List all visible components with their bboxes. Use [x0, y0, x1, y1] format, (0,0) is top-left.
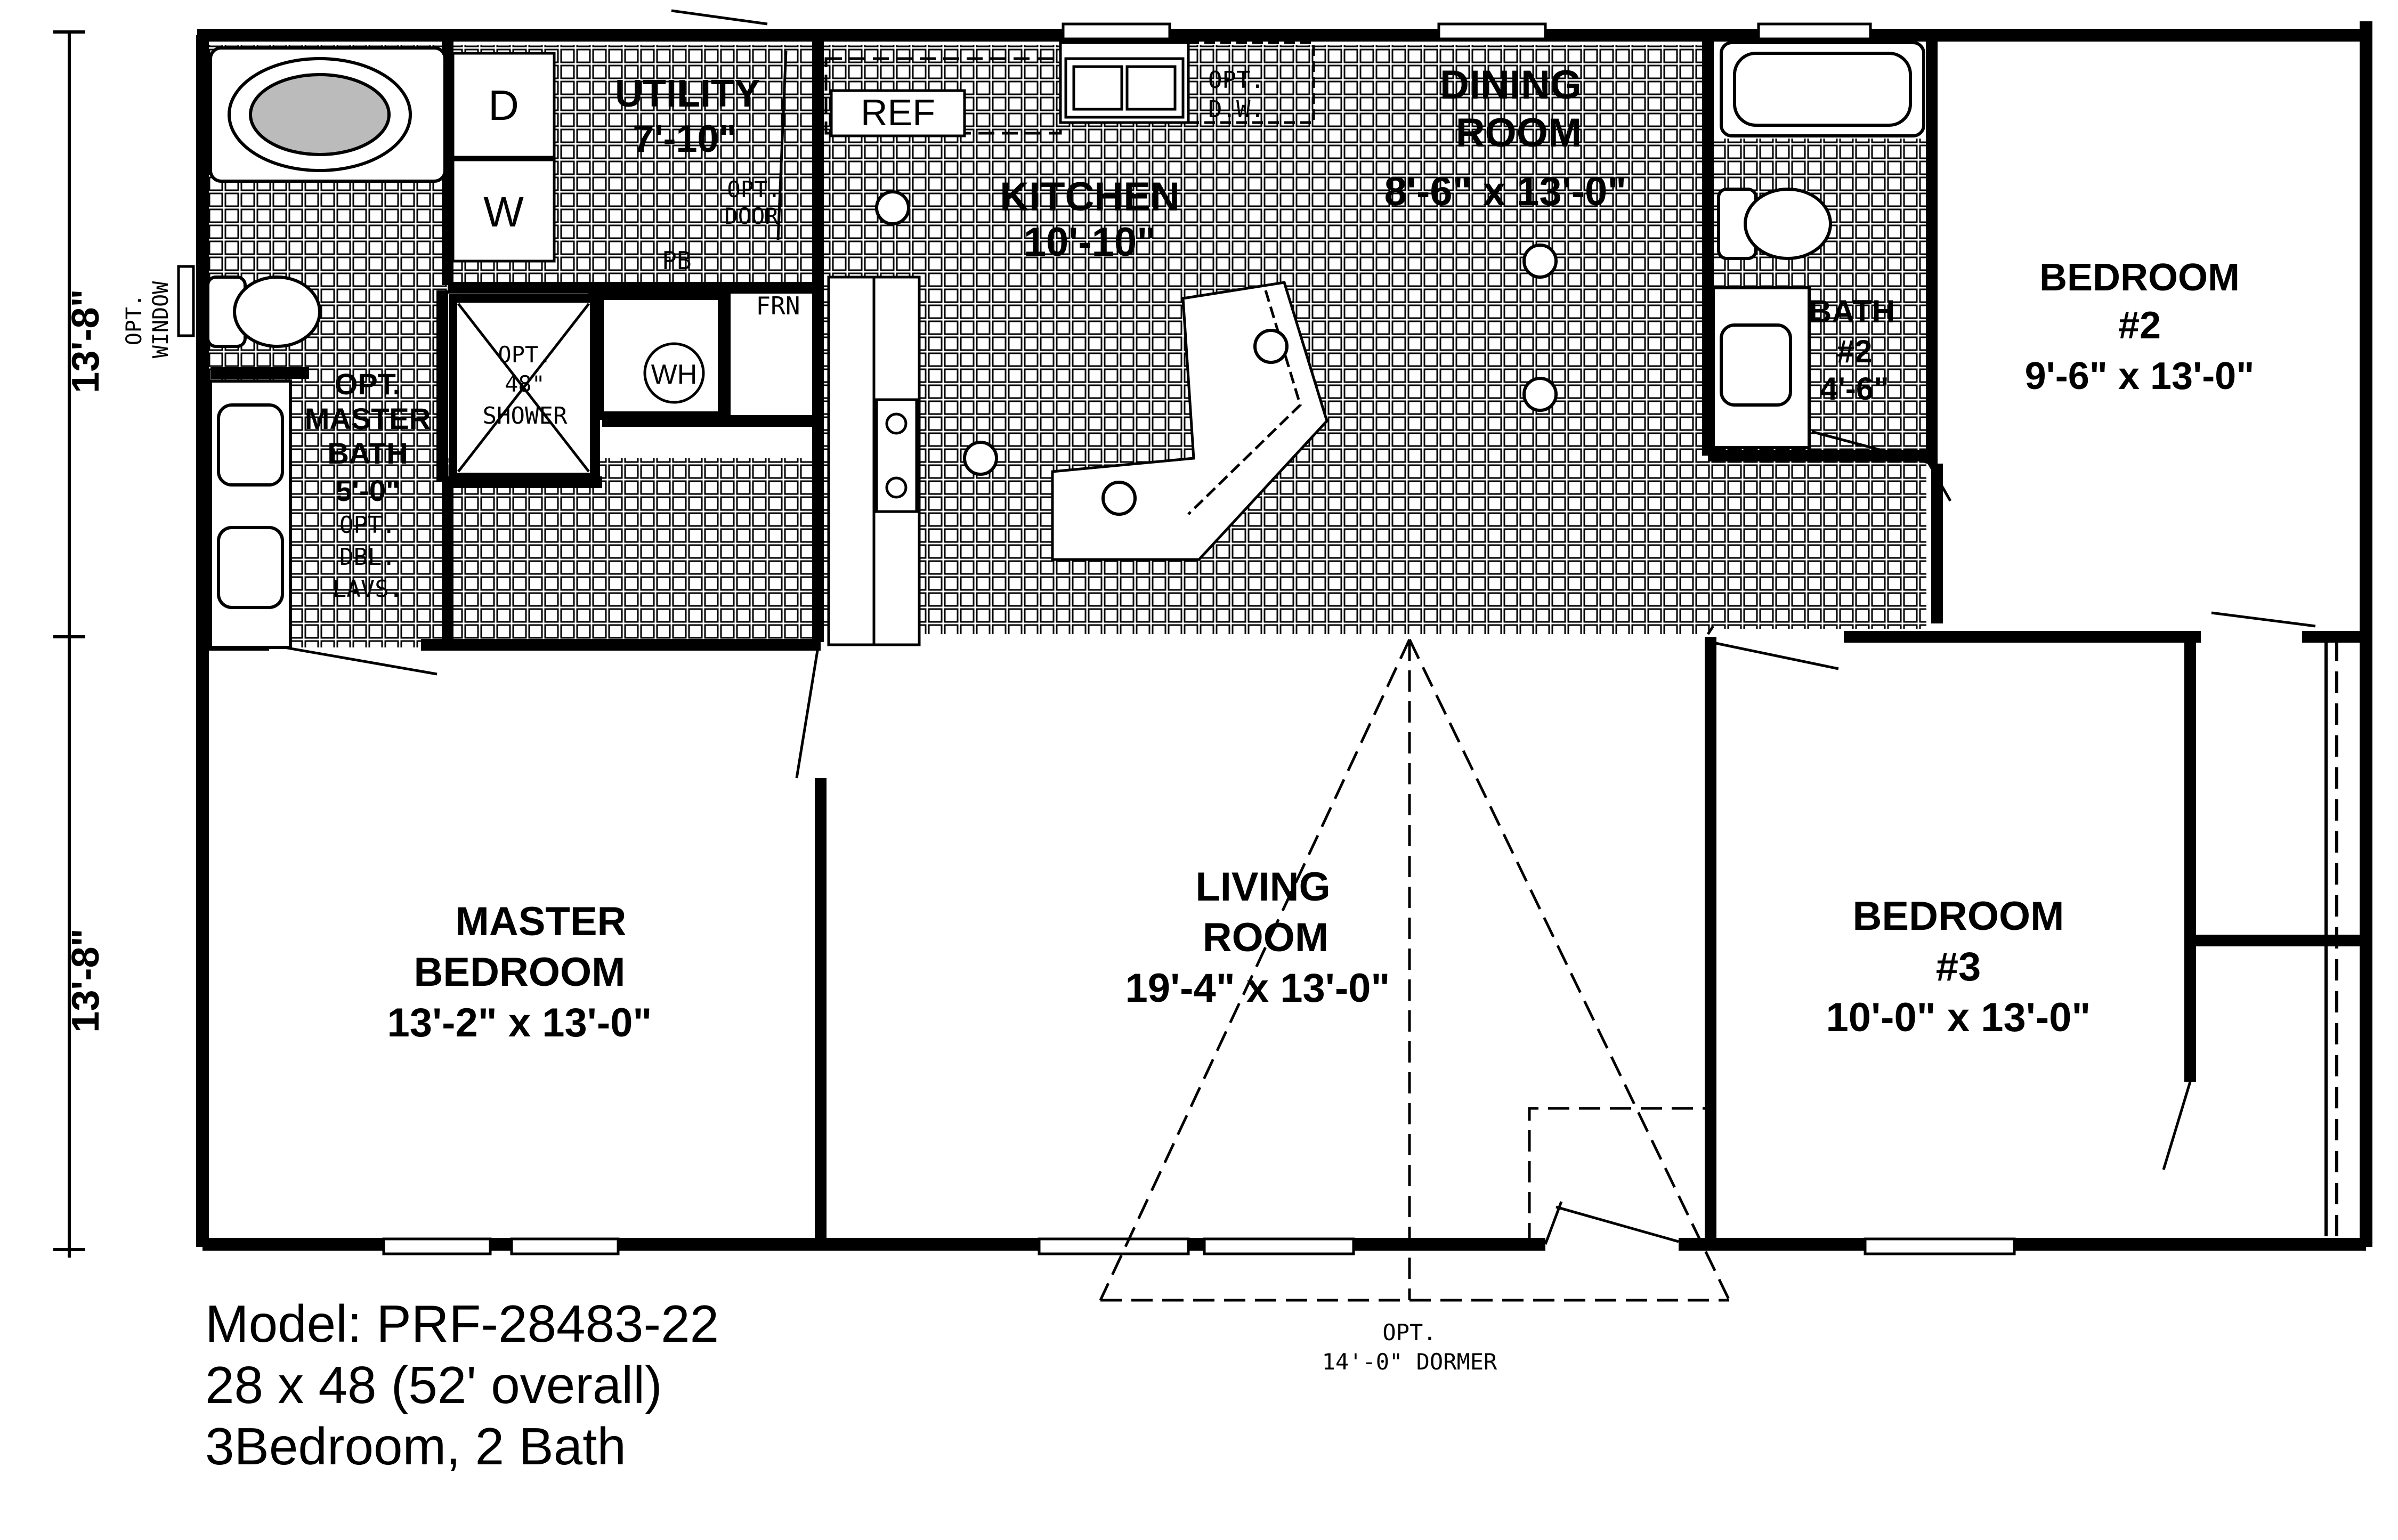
shower — [449, 294, 598, 481]
windows — [177, 22, 2016, 1255]
shower-label-line1: OPT. — [498, 342, 552, 368]
living-label-line2: ROOM — [1203, 915, 1328, 960]
opt-window-label-line2: WINDOW — [149, 281, 173, 358]
master-tub — [209, 46, 447, 183]
master-bath-size: 5'-0" — [336, 474, 400, 507]
washer-dryer — [451, 52, 556, 263]
refrigerator — [830, 89, 966, 137]
dishwasher-label-line2: D.W. — [1208, 96, 1265, 123]
master-bedroom-label-line1: MASTER — [456, 899, 627, 944]
bath2-number: #2 — [1837, 334, 1873, 369]
range — [875, 398, 918, 513]
layout-caption: 3Bedroom, 2 Bath — [205, 1417, 626, 1476]
dormer-label-line1: OPT. — [1382, 1319, 1436, 1346]
bedroom3-size: 10'-0" x 13'-0" — [1826, 995, 2091, 1040]
toilets — [206, 188, 1832, 348]
lavatories — [209, 286, 1811, 649]
master-bedroom-size: 13'-2" x 13'-0" — [387, 1000, 652, 1045]
utility-label: UTILITY — [615, 72, 760, 115]
master-bath-note-line1: OPT. — [339, 512, 396, 539]
bedroom2-number: #2 — [2118, 304, 2161, 347]
bath2-size: 4'-6" — [1820, 371, 1889, 407]
opt-door-label-line2: DOOR — [724, 203, 779, 229]
master-bedroom-label-line2: BEDROOM — [414, 950, 626, 995]
refrigerator-label: REF — [861, 92, 935, 133]
upper-depth-dimension: 13'-8" — [64, 289, 107, 393]
living-label-line1: LIVING — [1195, 864, 1330, 910]
bedroom3-label: BEDROOM — [1853, 894, 2064, 939]
dormer-outline — [1099, 638, 1731, 1302]
dimension-lines — [53, 30, 85, 1258]
master-bath-note-line3: LAVS. — [333, 576, 403, 603]
bath2-tub — [1720, 41, 1925, 137]
stools — [875, 190, 1558, 516]
dining-label-line2: ROOM — [1456, 110, 1582, 156]
master-bath-label-line3: BATH — [327, 436, 408, 470]
model-caption: Model: PRF-28483-22 — [205, 1294, 719, 1353]
bedroom2-size: 9'-6" x 13'-0" — [2025, 355, 2255, 398]
shower-label-line2: 48" — [505, 371, 545, 397]
master-bath-note-line2: DBL. — [339, 544, 396, 571]
utility-size: 7'-10" — [633, 118, 736, 160]
dining-size: 8'-6" x 13'-0" — [1384, 169, 1627, 214]
dishwasher-label-line1: OPT. — [1208, 67, 1265, 94]
lower-depth-dimension: 13'-8" — [64, 928, 107, 1032]
bath2-label: BATH — [1809, 294, 1895, 329]
pb-label: PB — [662, 246, 691, 275]
frn-label: FRN — [756, 291, 800, 320]
closet — [2324, 639, 2338, 1236]
dining-label-line1: DINING — [1440, 62, 1582, 108]
bedroom2-label: BEDROOM — [2039, 256, 2240, 299]
living-size: 19'-4" x 13'-0" — [1125, 966, 1390, 1011]
master-bath-label-line2: MASTER — [305, 402, 431, 435]
opt-door-label-line1: OPT. — [727, 176, 781, 202]
master-bath-label-line1: OPT. — [335, 367, 401, 401]
dormer-label-line2: 14'-0" DORMER — [1322, 1349, 1497, 1375]
kitchen-sink — [1064, 57, 1185, 119]
size-caption: 28 x 48 (52' overall) — [205, 1356, 662, 1414]
kitchen-size: 10'-10" — [1024, 220, 1156, 265]
washer-label: W — [483, 188, 524, 236]
opt-window-label-line1: OPT. — [122, 294, 147, 345]
kitchen-label: KITCHEN — [1000, 174, 1180, 220]
door-swings — [269, 9, 2316, 1245]
dryer-label: D — [488, 82, 519, 129]
water-heater — [595, 291, 726, 420]
shower-label-line3: SHOWER — [483, 402, 568, 429]
water-heater-label: WH — [651, 359, 698, 390]
bedroom3-number: #3 — [1936, 944, 1981, 990]
